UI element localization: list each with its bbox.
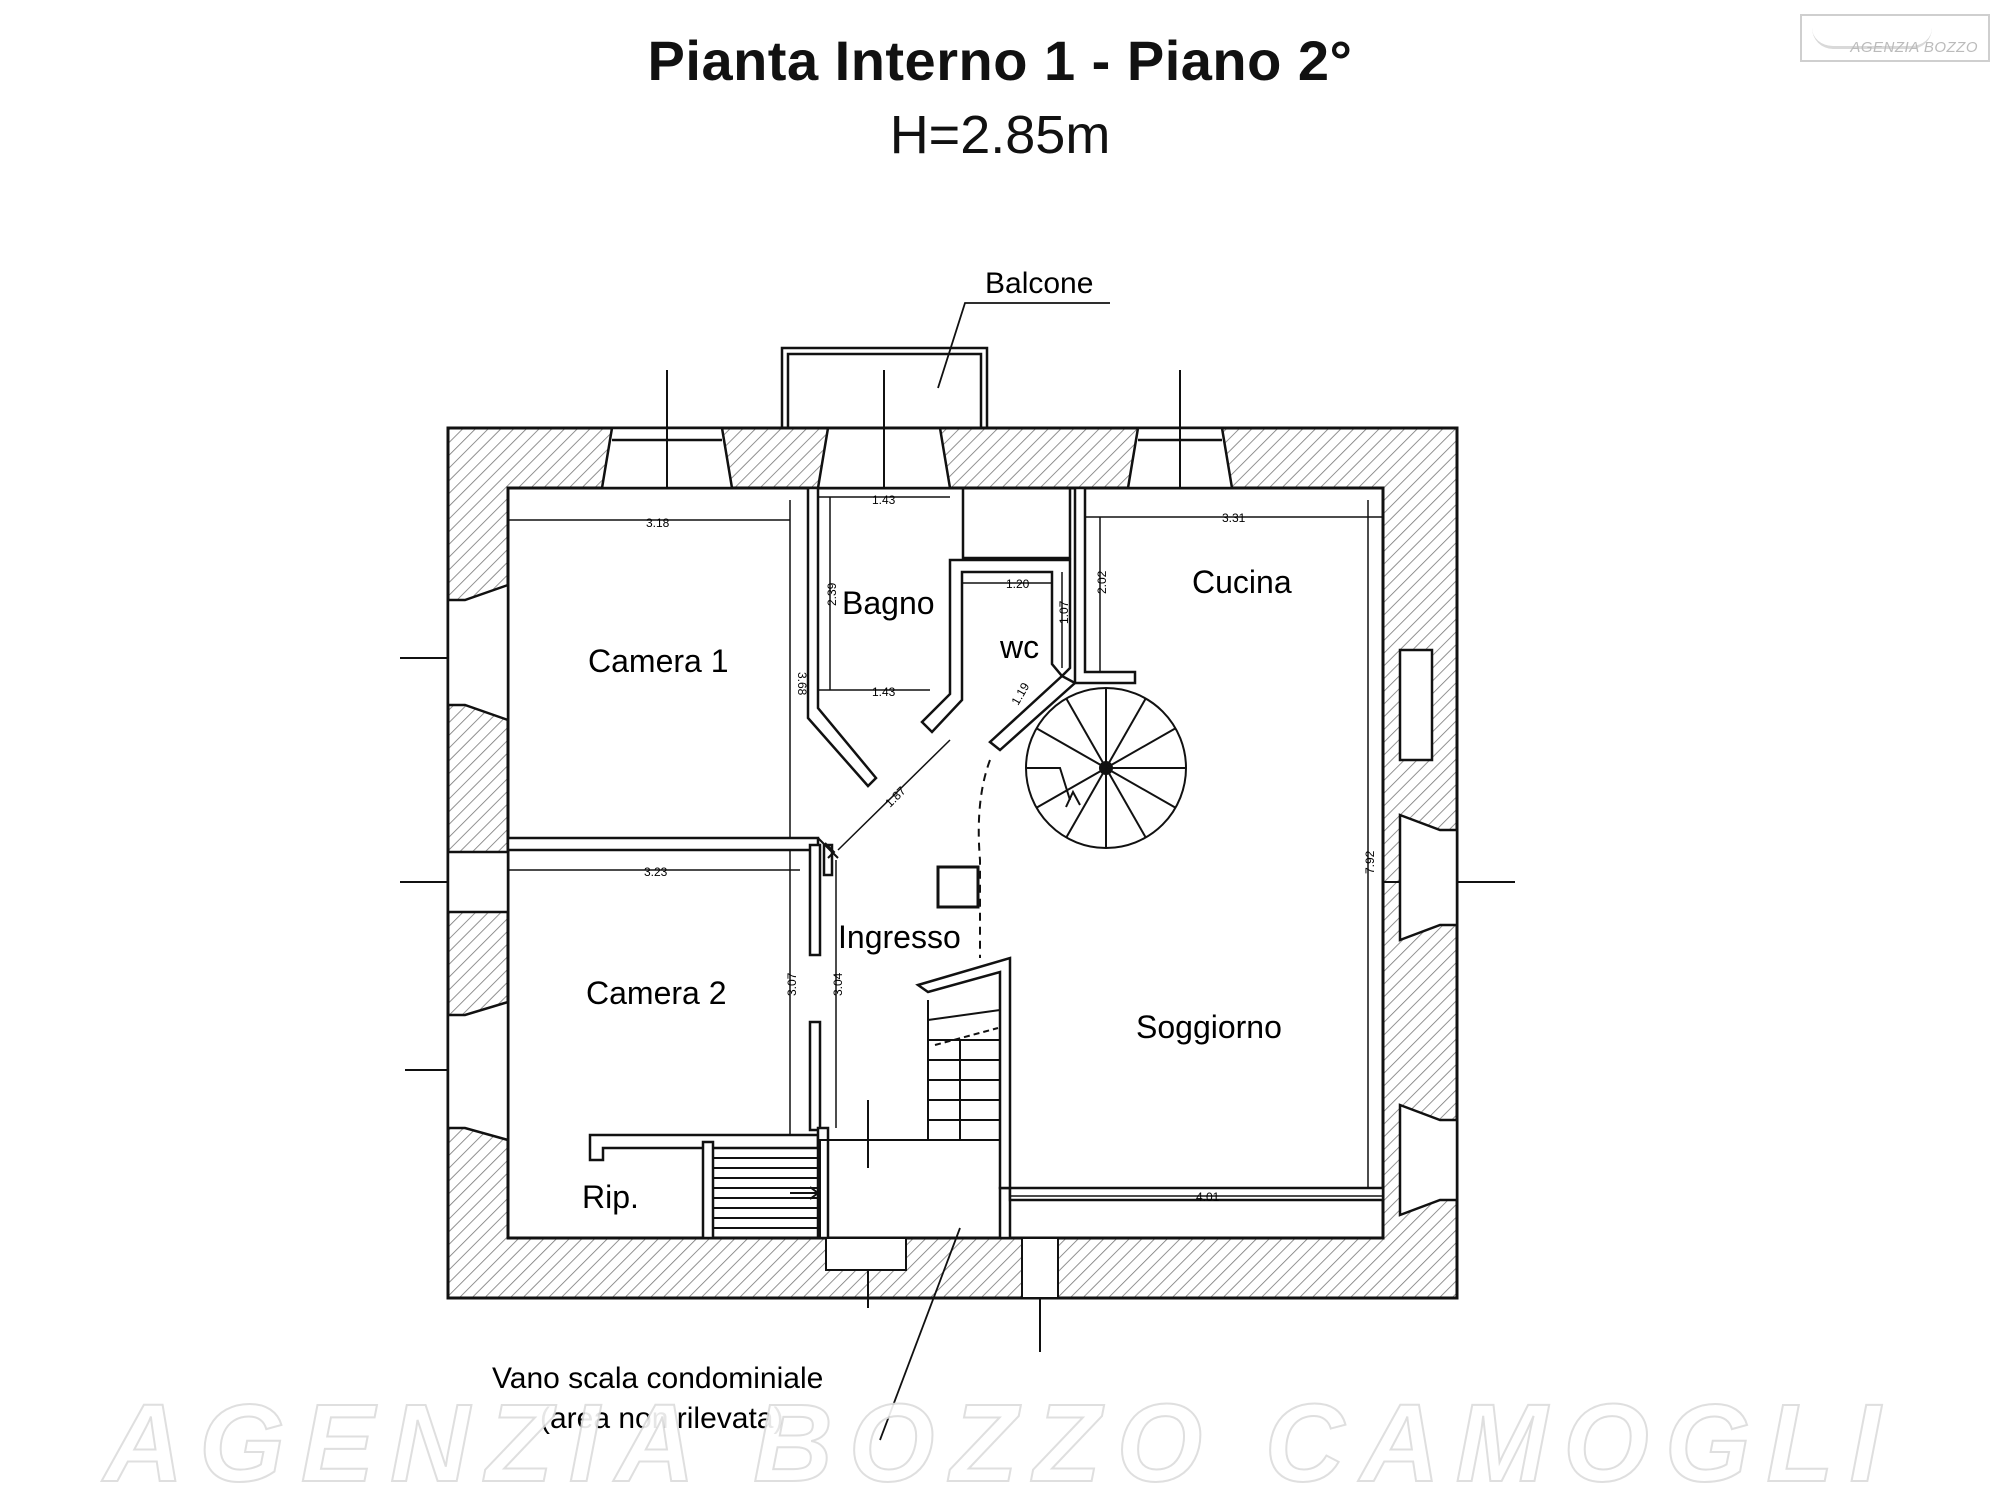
- dim-soggiorno-width: 4.01: [1196, 1190, 1220, 1204]
- top-windows: [600, 426, 1234, 490]
- ceiling-height: H=2.85m: [889, 105, 1111, 165]
- dim-ingresso-depth: 3.04: [831, 972, 845, 996]
- room-camera-2: Camera 2: [586, 975, 727, 1011]
- room-bagno: Bagno: [842, 585, 935, 621]
- annotation-leaders: [879, 302, 1110, 1441]
- plan-title: Pianta Interno 1 - Piano 2°: [647, 29, 1353, 92]
- stairwell-outline: [819, 1139, 1059, 1299]
- dimension-lines: [508, 496, 1383, 1197]
- dim-soggiorno-depth: 7.92: [1363, 850, 1377, 874]
- dim-cucina-width: 3.31: [1222, 511, 1246, 525]
- side-windows: [446, 583, 1459, 1217]
- exterior-wall: [446, 426, 1459, 1300]
- dim-camera2-depth: 3.07: [785, 972, 799, 996]
- stairwell-label-line-2: (area non rilevata): [540, 1402, 783, 1435]
- condo-stair: [712, 1147, 820, 1239]
- room-wc: wc: [999, 629, 1039, 665]
- dim-wc-door: 1.19: [1008, 680, 1032, 708]
- entry-stair: [927, 980, 1001, 1141]
- dim-wc-width: 1.20: [1006, 577, 1030, 591]
- dim-camera1-depth: 3.68: [795, 672, 809, 696]
- doors: [817, 837, 839, 859]
- spiral-staircase: [1025, 687, 1187, 849]
- dim-wc-depth: 1.07: [1057, 600, 1071, 624]
- room-cucina: Cucina: [1192, 564, 1292, 600]
- balcone-label: Balcone: [985, 267, 1093, 300]
- logo-text: AGENZIA BOZZO: [1850, 39, 1978, 56]
- agency-watermark: AGENZIA BOZZO CAMOGLI: [103, 1381, 1897, 1506]
- dim-bagno-width-bottom: 1.43: [872, 685, 896, 699]
- agency-logo: AGENZIA BOZZO: [1800, 14, 1990, 62]
- logo-swoosh-icon: [1812, 28, 1932, 49]
- interior-walls: [506, 486, 1385, 1240]
- room-camera-1: Camera 1: [588, 643, 729, 679]
- dashed-lines: [970, 487, 1070, 958]
- dim-corridor: 1.87: [882, 783, 909, 810]
- room-ripostiglio: Rip.: [582, 1179, 639, 1215]
- dim-cucina-depth: 2.02: [1095, 570, 1109, 594]
- room-soggiorno: Soggiorno: [1136, 1009, 1282, 1045]
- dim-camera1-width: 3.18: [646, 516, 670, 530]
- dim-camera2-width: 3.23: [644, 865, 668, 879]
- room-ingresso: Ingresso: [838, 919, 961, 955]
- stairwell-label-line-1: Vano scala condominiale: [492, 1362, 823, 1395]
- dim-bagno-depth: 2.39: [825, 582, 839, 606]
- dim-bagno-width-top: 1.43: [872, 493, 896, 507]
